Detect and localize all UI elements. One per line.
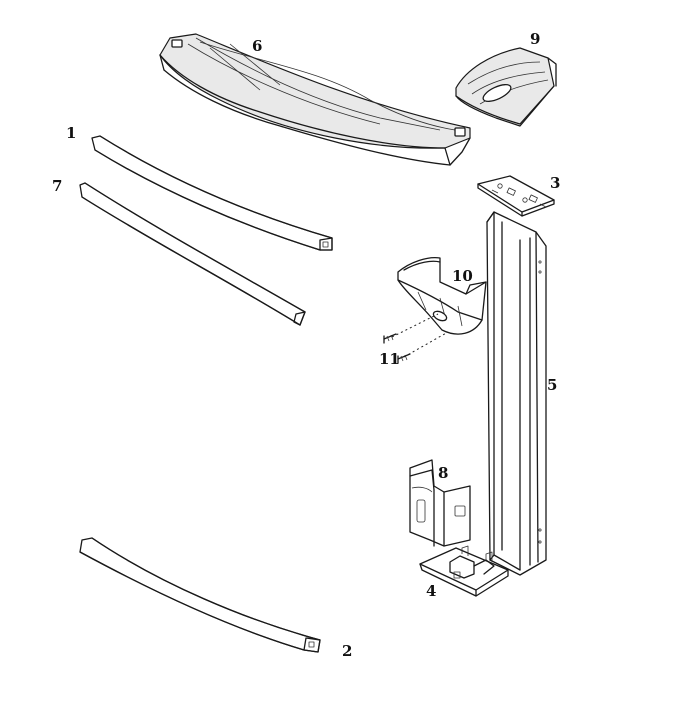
label-9: 9 xyxy=(530,30,540,48)
part-8-bottom-boot xyxy=(409,459,471,547)
part-7-side-strip xyxy=(79,182,306,326)
label-10: 10 xyxy=(452,267,473,285)
part-10-bracket xyxy=(397,256,487,335)
part-3-top-plate xyxy=(477,175,555,217)
part-2-bottom-rail xyxy=(79,537,321,653)
part-5-upright-post xyxy=(486,211,547,576)
part-1-top-rail xyxy=(91,135,333,251)
part-9-top-cap xyxy=(455,47,557,127)
label-4: 4 xyxy=(426,582,436,600)
part-6-top-ledge xyxy=(159,33,471,166)
label-5: 5 xyxy=(547,376,557,394)
label-7: 7 xyxy=(52,177,62,195)
label-3: 3 xyxy=(550,174,560,192)
part-11-screws xyxy=(383,313,449,364)
label-11: 11 xyxy=(379,350,400,368)
label-8: 8 xyxy=(438,464,448,482)
label-6: 6 xyxy=(252,37,262,55)
part-4-base-shoe xyxy=(419,545,509,597)
label-1: 1 xyxy=(66,124,76,142)
label-2: 2 xyxy=(342,642,352,660)
